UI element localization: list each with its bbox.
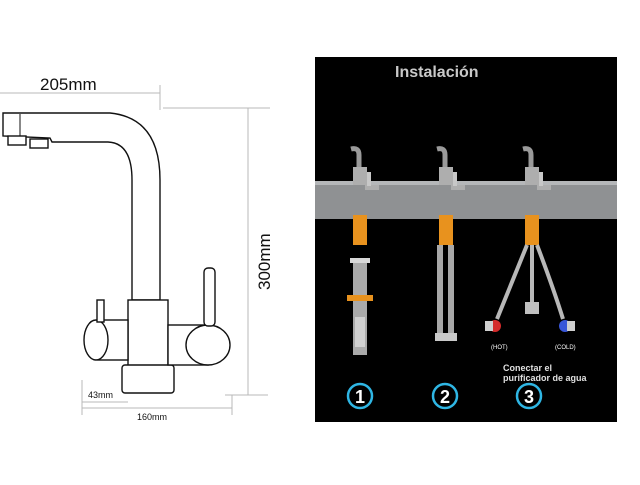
width-dimension-label: 205mm [40,75,97,94]
counter-top [315,181,617,219]
step-2-number: 2 [440,387,450,407]
faucet-step-2 [435,146,465,341]
step-3-number: 3 [524,387,534,407]
left-handle-cap [83,319,109,361]
height-dimension-label: 300mm [255,233,274,290]
hot-label: (HOT) [491,345,508,351]
faucet-step-3 [485,146,575,332]
step-1-ring [346,382,374,410]
counter-top-highlight [315,181,617,185]
cold-label: (COLD) [555,345,576,351]
cold-hose [535,244,565,320]
purifier-connector [525,302,539,314]
purifier-note-line1: Conectar el [503,363,552,373]
faucet-step-1 [347,146,379,355]
purifier-note-line2: purificador de agua [503,373,588,383]
spout-outlet-left [7,135,27,146]
step-2-ring [431,382,459,410]
step-3-ring [515,382,543,410]
base-dimension-label: 160mm [137,412,167,422]
brass-connector-1 [353,215,367,245]
faucet-dimension-drawing: 205mm 300mm 43mm 160mm [0,0,300,480]
installation-svg: Instalación [315,64,617,410]
brass-connector-3 [525,215,539,245]
spout-outlet-right [29,138,49,149]
faucet-base [121,364,175,394]
brass-connector-2 [439,215,453,245]
right-handle-cap [185,324,231,366]
step-1-number: 1 [355,387,365,407]
depth-dimension-label: 43mm [88,390,113,400]
installation-panel: Instalación [315,57,617,422]
right-handle-lever [203,267,216,327]
installation-title: Instalación [395,64,479,81]
hot-hose [495,244,529,320]
left-handle-lever [96,299,105,323]
faucet-drawing-svg: 205mm 300mm 43mm 160mm [0,75,274,422]
